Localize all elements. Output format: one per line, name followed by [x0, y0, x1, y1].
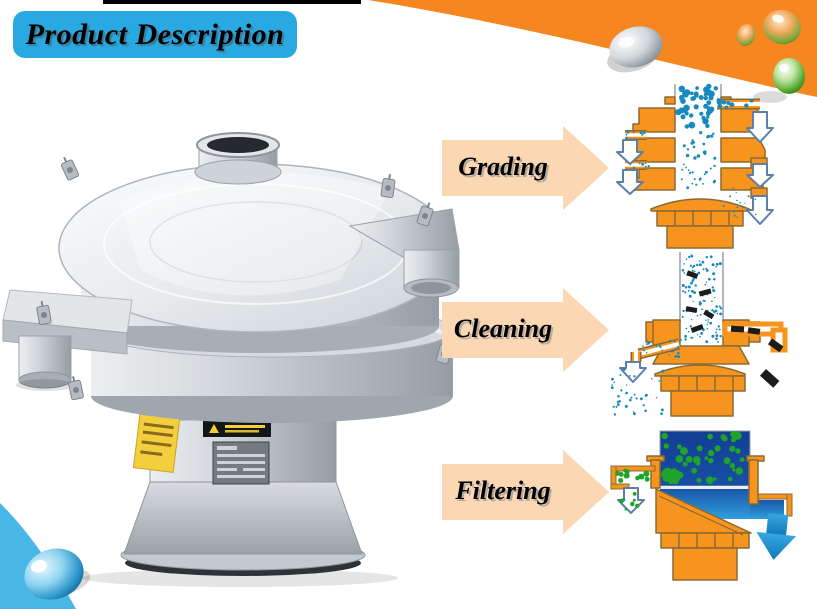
machine-shadow	[82, 569, 398, 587]
solids-outflow-particles	[615, 468, 650, 511]
caution-strip-label	[203, 420, 271, 437]
grading-label-text: Grading	[458, 152, 548, 181]
machine-lid	[58, 163, 454, 333]
liquid-outflow	[750, 493, 797, 560]
fines-spout	[630, 338, 681, 362]
lower-outlet-chute	[2, 289, 133, 391]
solids-spout	[610, 465, 656, 490]
filtering-diagram	[610, 430, 797, 581]
grading-outlet-tubes	[625, 98, 760, 170]
impurity-chunks	[685, 270, 784, 388]
outflow-arrow-icon	[616, 111, 774, 225]
particle-stream	[610, 254, 723, 416]
feed-inlet	[194, 132, 282, 185]
cleaning-diagram	[610, 252, 788, 417]
liquid-tank	[659, 430, 751, 487]
upper-outlet-spout	[348, 208, 460, 298]
grading-decks	[630, 96, 768, 249]
svg-text:Grading: Grading	[460, 154, 550, 183]
water-droplet-icon	[753, 58, 805, 103]
top-right-ribbon	[368, 0, 817, 97]
top-black-strip	[103, 0, 361, 4]
nameplate	[212, 441, 270, 485]
outflow-arrow-icon	[619, 361, 647, 383]
solids-in-liquid	[660, 431, 745, 485]
page-title: Product Description	[13, 11, 297, 58]
grading-diagram	[616, 83, 774, 249]
impurity-duct	[722, 321, 788, 353]
water-droplet-icon	[763, 9, 801, 45]
svg-text:Cleaning: Cleaning	[456, 316, 554, 345]
water-droplet-icon	[736, 24, 756, 46]
filtering-machine-body	[646, 455, 765, 581]
water-droplet-icon	[607, 26, 663, 73]
cleaning-machine-body	[645, 319, 761, 417]
svg-text:Filtering: Filtering	[456, 478, 552, 507]
screen-line	[660, 486, 750, 489]
vibrating-sieve-machine-photo	[2, 132, 460, 587]
warning-label	[132, 413, 181, 474]
outflow-arrow-icon	[617, 487, 645, 514]
particle-stream	[625, 83, 757, 219]
